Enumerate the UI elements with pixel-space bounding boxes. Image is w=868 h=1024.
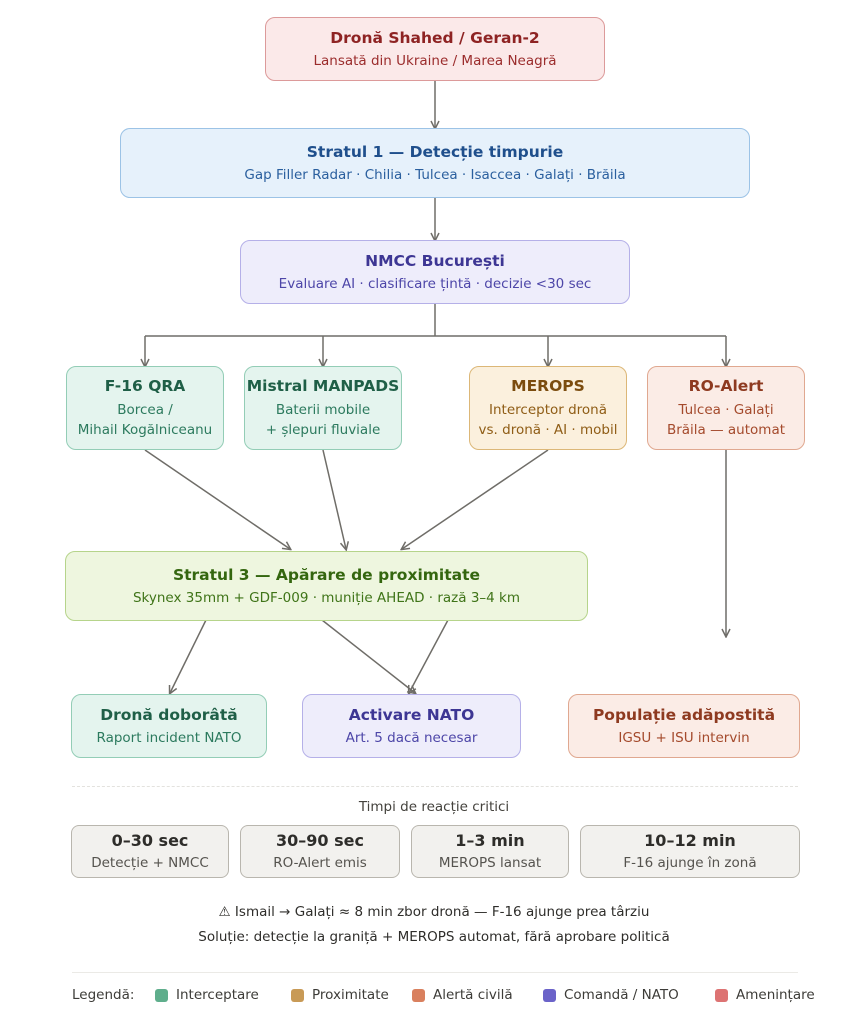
legend-swatch-comanda-nato — [543, 989, 556, 1002]
legend-label: Legendă: — [72, 987, 135, 1003]
legend-item-proximitate: Proximitate — [312, 987, 389, 1003]
layer3-subtitle: Skynex 35mm + GDF-009 · muniție AHEAD · … — [132, 589, 521, 606]
timings-title: Timpi de reacție critici — [358, 799, 510, 815]
timing-desc-4: F-16 ajunge în zonă — [623, 854, 757, 871]
legend-swatch-proximitate — [291, 989, 304, 1002]
downed-node: Dronă doborâtă Raport incident NATO — [71, 694, 267, 758]
shelter-node: Populație adăpostită IGSU + ISU intervin — [568, 694, 800, 758]
solution-note: Soluție: detecție la graniță + MEROPS au… — [198, 929, 670, 945]
f16-title: F-16 QRA — [104, 377, 186, 395]
arrow-mistral-layer3 — [322, 449, 346, 549]
timing-time-3: 1–3 min — [455, 830, 525, 850]
arrow-layer3-nato-b — [409, 619, 449, 693]
timing-card-3: 1–3 min MEROPS lansat — [411, 825, 569, 878]
f16-subtitle-1: Borcea / — [117, 402, 173, 418]
legend-swatch-amenintare — [715, 989, 728, 1002]
legend-item-interceptare: Interceptare — [176, 987, 259, 1003]
legend-item-amenintare: Amenințare — [736, 987, 815, 1003]
mistral-title: Mistral MANPADS — [246, 377, 400, 395]
nmcc-subtitle: Evaluare AI · clasificare țintă · decizi… — [278, 275, 592, 292]
merops-subtitle-2: vs. dronă · AI · mobil — [478, 422, 618, 438]
nmcc-title: NMCC București — [365, 251, 505, 270]
legend-divider — [72, 972, 798, 973]
layer1-title: Stratul 1 — Detecție timpurie — [306, 142, 564, 161]
legend-swatch-alerta-civila — [412, 989, 425, 1002]
mistral-subtitle-2: + șlepuri fluviale — [265, 422, 381, 438]
downed-title: Dronă doborâtă — [100, 705, 238, 724]
roalert-title: RO-Alert — [688, 377, 764, 395]
legend-item-alerta-civila: Alertă civilă — [433, 987, 513, 1003]
warning-note: ⚠ Ismail → Galați ≈ 8 min zbor dronă — F… — [218, 904, 650, 920]
merops-subtitle-1: Interceptor dronă — [489, 402, 607, 418]
timing-card-1: 0–30 sec Detecție + NMCC — [71, 825, 229, 878]
section-divider — [72, 786, 798, 787]
threat-title: Dronă Shahed / Geran-2 — [330, 28, 540, 47]
timing-desc-3: MEROPS lansat — [438, 854, 542, 871]
legend: Legendă: Interceptare Proximitate Alertă… — [72, 985, 832, 1007]
arrow-layer3-nato-a — [321, 619, 415, 693]
legend-swatch-interceptare — [155, 989, 168, 1002]
layer1-node: Stratul 1 — Detecție timpurie Gap Filler… — [120, 128, 750, 198]
roalert-subtitle-1: Tulcea · Galați — [678, 402, 774, 418]
threat-subtitle: Lansată din Ukraine / Marea Neagră — [313, 52, 557, 69]
shelter-title: Populație adăpostită — [592, 705, 776, 724]
nato-node: Activare NATO Art. 5 dacă necesar — [302, 694, 521, 758]
timing-time-1: 0–30 sec — [111, 830, 189, 850]
arrow-merops-layer3 — [402, 449, 549, 549]
mistral-subtitle-1: Baterii mobile — [275, 402, 371, 418]
timing-desc-1: Detecție + NMCC — [91, 854, 209, 871]
arrow-layer3-downed — [170, 619, 207, 693]
nato-subtitle: Art. 5 dacă necesar — [345, 729, 478, 746]
merops-title: MEROPS — [511, 377, 585, 395]
timing-card-2: 30–90 sec RO-Alert emis — [240, 825, 400, 878]
timing-time-4: 10–12 min — [644, 830, 736, 850]
timing-desc-2: RO-Alert emis — [273, 854, 367, 871]
merops-node: MEROPS Interceptor dronă vs. dronă · AI … — [469, 366, 627, 450]
timing-time-2: 30–90 sec — [276, 830, 364, 850]
shelter-subtitle: IGSU + ISU intervin — [618, 729, 750, 746]
nmcc-node: NMCC București Evaluare AI · clasificare… — [240, 240, 630, 304]
threat-node: Dronă Shahed / Geran-2 Lansată din Ukrai… — [265, 17, 605, 81]
arrow-f16-layer3 — [144, 449, 290, 549]
timing-card-4: 10–12 min F-16 ajunge în zonă — [580, 825, 800, 878]
mistral-node: Mistral MANPADS Baterii mobile + șlepuri… — [244, 366, 402, 450]
roalert-node: RO-Alert Tulcea · Galați Brăila — automa… — [647, 366, 805, 450]
f16-subtitle-2: Mihail Kogălniceanu — [77, 422, 213, 438]
layer3-title: Stratul 3 — Apărare de proximitate — [172, 565, 481, 584]
f16-node: F-16 QRA Borcea / Mihail Kogălniceanu — [66, 366, 224, 450]
layer3-node: Stratul 3 — Apărare de proximitate Skyne… — [65, 551, 588, 621]
nato-title: Activare NATO — [348, 705, 475, 724]
layer1-subtitle: Gap Filler Radar · Chilia · Tulcea · Isa… — [244, 166, 626, 183]
legend-item-comanda-nato: Comandă / NATO — [564, 987, 679, 1003]
downed-subtitle: Raport incident NATO — [96, 729, 242, 746]
roalert-subtitle-2: Brăila — automat — [666, 422, 786, 438]
